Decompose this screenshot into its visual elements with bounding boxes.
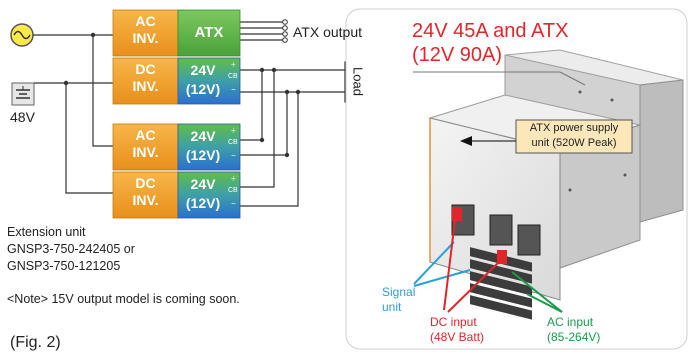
junction-dots [63,32,301,158]
unit2-12v-label: (12V) [185,147,221,163]
photo-title-line1: 24V 45A and ATX [412,20,569,42]
unit2b-24v-label: 24V [190,176,216,192]
atx-output-label: ATX output [293,24,363,40]
unit2-dc-label: DC INV. [132,175,159,208]
unit2b-12v-label: (12V) [185,195,221,211]
unit1-minus: − [231,85,236,94]
signal-label-line1: Signal [382,285,416,299]
dc-pointers [443,219,500,313]
unit1-output-block [177,57,241,105]
atx-callout-line1: ATX power supply [529,122,619,134]
unit2-ac-inverter [112,123,179,171]
unit2b-cb: CB [228,187,238,194]
ac-source-icon [10,23,34,47]
atx-output-terminals [282,19,288,43]
unit1-12v-label: (12V) [185,81,221,97]
ac-input-label-line2: (85-264V) [547,330,601,344]
unit2b-plus: + [231,174,236,183]
atx-callout-arrowhead [460,136,472,146]
unit2-minus: − [231,151,236,160]
unit1-plus: + [231,60,236,69]
unit1-ac-label: AC INV. [132,13,159,46]
ac-input-label-line1: AC input [547,315,594,329]
unit2-output-block-b [177,171,241,219]
unit2-plus: + [231,126,236,135]
unit1-cb: CB [228,73,238,80]
signal-pointers [413,241,471,287]
dc-input-label-line2: (48V Batt) [430,330,485,344]
model-b-label: GNSP3-750-121205 [7,259,121,273]
model-a-label: GNSP3-750-242405 or [7,242,135,256]
unit2-24v-label: 24V [190,128,216,144]
figure-caption: (Fig. 2) [10,334,61,351]
battery-voltage-label: 48V [10,109,35,125]
wiring [33,21,345,207]
note-label: <Note> 15V output model is coming soon. [7,292,240,306]
unit1-dc-inverter [112,57,179,105]
dc-input-label-line1: DC input [430,315,477,329]
unit1-dc-label: DC INV. [132,61,159,94]
unit1-ac-inverter [112,9,179,57]
unit1-24v-label: 24V [190,62,216,78]
extension-unit-label: Extension unit [7,225,86,239]
photo-title-line2: (12V 90A) [412,44,503,66]
atx-callout-line2: unit (520W Peak) [531,137,617,149]
atx-callout-box [515,119,633,154]
ac-pointers [511,271,563,313]
load-label: Load [350,67,366,96]
signal-label-line2: unit [382,300,402,314]
title-pointer-diag [559,71,586,86]
unit2-cb: CB [228,139,238,146]
battery-icon [11,82,35,106]
unit1-atx-label: ATX [194,24,224,41]
unit2-ac-label: AC INV. [132,127,159,160]
unit2-output-block [177,123,241,171]
unit1-atx-block [177,9,241,57]
unit2b-minus: − [231,199,236,208]
